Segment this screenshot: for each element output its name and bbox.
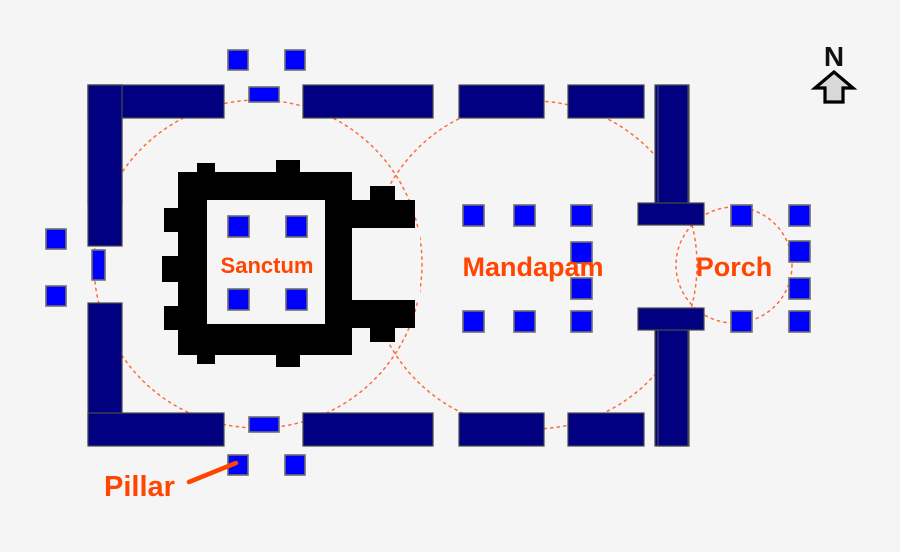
porch-s-outer (788, 310, 811, 333)
sanctum-east-entrance (352, 228, 420, 300)
mandapam-s-3 (570, 310, 593, 333)
north-arrow-icon (810, 69, 858, 104)
sanctum-inner-nw (227, 215, 250, 238)
outer-wall-n-seg-2 (302, 84, 434, 119)
outer-wall-s-seg-4 (567, 412, 645, 447)
compass-rose: N (810, 41, 858, 104)
zone-label-sanctum: Sanctum (221, 253, 314, 278)
pillar-callout-label: Pillar (104, 471, 175, 503)
outer-wall-n-seg-3 (458, 84, 545, 119)
porch-e-lower (788, 277, 811, 300)
porch-wall-lower-stub (657, 309, 689, 447)
pillar-s-gap (248, 416, 280, 433)
porch-lintel-upper (637, 202, 705, 226)
mandapam-s-2 (513, 310, 536, 333)
zone-label-mandapam: Mandapam (462, 252, 603, 282)
pillar-callout-leader-line (186, 460, 239, 485)
pillar-n-out-2 (284, 49, 306, 71)
outer-wall-s-left (87, 412, 225, 447)
compass-north-letter: N (824, 41, 844, 72)
pillar-w-out-1 (45, 228, 67, 250)
mandapam-s-1 (462, 310, 485, 333)
porch-lintel-lower (637, 307, 705, 331)
sanctum-inner-ne (285, 215, 308, 238)
outer-wall-s-seg-2 (302, 412, 434, 447)
sanctum-inner-sw (227, 288, 250, 311)
mandapam-m-1 (570, 241, 593, 264)
sanctum-inner-se (285, 288, 308, 311)
pillar-w-gap (91, 249, 106, 281)
outer-wall-s-seg-3 (458, 412, 545, 447)
mandapam-n-1 (462, 204, 485, 227)
pillar-n-out-1 (227, 49, 249, 71)
zone-label-layer: Sanctum Mandapam Porch (221, 252, 773, 282)
pillar-n-gap (248, 86, 280, 103)
mandapam-m-2 (570, 277, 593, 300)
mandapam-n-3 (570, 204, 593, 227)
porch-n-inner (730, 204, 753, 227)
zone-label-porch: Porch (696, 252, 773, 282)
porch-wall-upper-stub (657, 84, 689, 224)
outer-wall-w-upper (87, 84, 123, 247)
porch-e-upper (788, 240, 811, 263)
mandapam-n-2 (513, 204, 536, 227)
callout-layer: Pillar (104, 460, 239, 503)
pillar-s-out-2 (284, 454, 306, 476)
porch-s-inner (730, 310, 753, 333)
outer-wall-n-seg-4 (567, 84, 645, 119)
pillar-w-out-2 (45, 285, 67, 307)
pillar-layer (45, 49, 811, 476)
porch-n-outer (788, 204, 811, 227)
wall-layer (87, 84, 705, 447)
